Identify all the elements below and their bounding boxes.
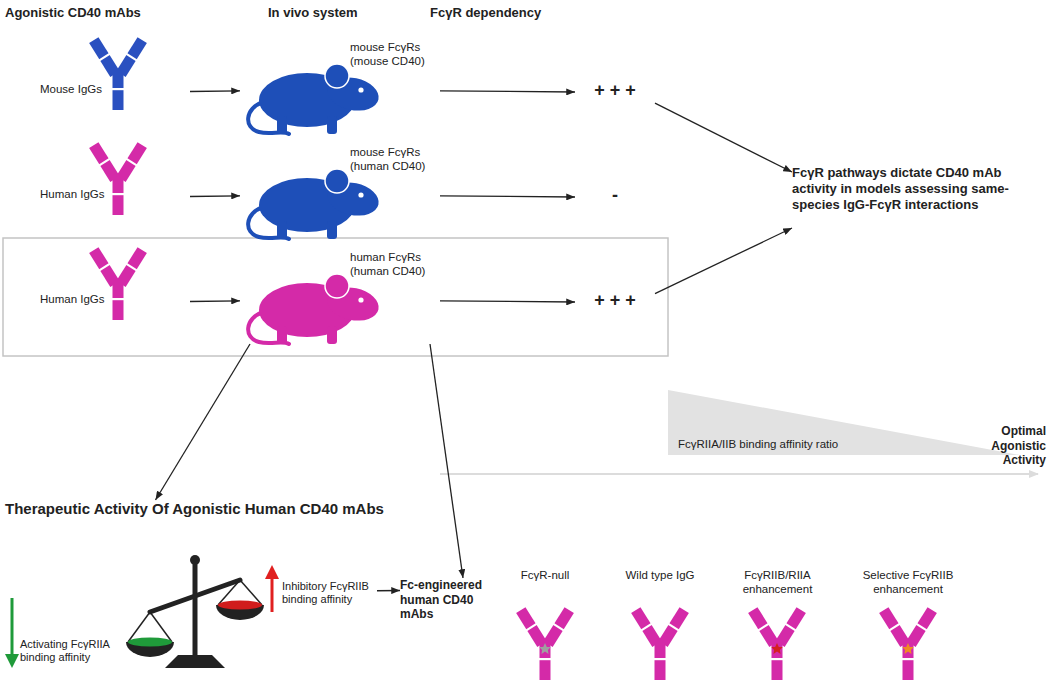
antibody-group: Human IgGs	[40, 240, 190, 322]
column-header: FcγR dependency	[430, 5, 590, 21]
antibody-icon	[515, 607, 574, 680]
flow-arrow	[190, 90, 240, 92]
balance-scale	[126, 555, 264, 668]
flow-arrow	[655, 228, 792, 294]
antibody-icon	[878, 607, 937, 680]
flow-arrow	[440, 301, 575, 302]
mouse-model: mouse FcγRs (human CD40)	[240, 143, 440, 239]
engineered-group: Fc-engineered human CD40 mAbs	[400, 578, 490, 628]
mutation-star	[539, 643, 550, 654]
antibody-variant: FcγRIIB/RIIA enhancement	[715, 568, 840, 680]
antibody-icon	[88, 37, 147, 110]
flow-arrow	[190, 195, 240, 197]
node-text: Therapeutic Activity Of Agonistic Human …	[5, 500, 435, 518]
antibody-icon	[88, 142, 147, 215]
node-text: Wild type IgG	[612, 568, 708, 582]
node-text: Human IgGs	[40, 187, 110, 201]
ratio-wedge	[668, 390, 1020, 455]
node-text: + + +	[575, 80, 655, 102]
axis-end-label: Optimal Agonistic Activity	[962, 424, 1046, 468]
node-text: -	[575, 185, 655, 207]
balance-group: Activating FcγRIIA binding affinity Inhib…	[5, 540, 377, 685]
antibody-group: Human IgGs	[40, 135, 190, 217]
antibody-variant: FcγR-null	[500, 568, 590, 680]
node-text: Inhibitory FcγRIIB binding affinity	[282, 580, 374, 607]
antibody-variant: Wild type IgG	[612, 568, 708, 680]
section-heading: Therapeutic Activity Of Agonistic Human …	[5, 500, 435, 522]
column-header: Agonistic CD40 mAbs	[5, 5, 225, 21]
node-text: FcγR-null	[500, 568, 590, 582]
node-text: Mouse IgGs	[40, 82, 110, 96]
node-text: Selective FcγRIIB enhancement	[848, 568, 968, 596]
node-text: Activating FcγRIIA binding affinity	[20, 638, 120, 665]
column-header: In vivo system	[268, 5, 418, 21]
antibody-group: Mouse IgGs	[40, 30, 190, 112]
activity-axis	[440, 473, 1038, 475]
antibody-icon	[88, 247, 147, 320]
node-text: human FcγRs (human CD40)	[350, 250, 438, 278]
node-text: + + +	[575, 290, 655, 312]
node-text: FcγR pathways dictate CD40 mAb activity …	[792, 165, 1030, 213]
flow-arrow	[440, 91, 575, 92]
node-text: mouse FcγRs (human CD40)	[350, 145, 438, 173]
node-text: Fc-engineered human CD40 mAbs	[400, 578, 490, 622]
mutation-star	[771, 643, 782, 654]
mutation-star	[902, 643, 913, 654]
flow-arrow	[377, 590, 400, 592]
highlight-frame	[3, 238, 668, 356]
node-text: Human IgGs	[40, 292, 110, 306]
antibody-variant: Selective FcγRIIB enhancement	[848, 568, 968, 680]
antibody-icon	[630, 607, 689, 680]
decrease-arrow	[5, 598, 19, 668]
node-text: FcγRIIB/RIIA enhancement	[715, 568, 840, 596]
conclusion-text: FcγR pathways dictate CD40 mAb activity …	[792, 165, 1030, 235]
flow-arrow	[190, 300, 240, 302]
mouse-model: mouse FcγRs (mouse CD40)	[240, 38, 440, 134]
increase-arrow	[265, 565, 279, 612]
flow-arrow	[655, 103, 792, 172]
mouse-icon	[248, 64, 382, 134]
dependency-score: + + +	[575, 78, 655, 106]
flow-arrow	[156, 344, 251, 500]
dependency-score: + + +	[575, 288, 655, 316]
flow-arrow	[440, 196, 575, 197]
node-text: mouse FcγRs (mouse CD40)	[350, 40, 438, 68]
flow-arrow	[430, 344, 463, 578]
mouse-icon	[248, 274, 382, 344]
axis-label: FcγRIIA/IIB binding affinity ratio	[678, 437, 898, 451]
dependency-score: -	[575, 183, 655, 211]
mouse-icon	[248, 169, 382, 239]
antibody-icon	[747, 607, 806, 680]
mouse-model: human FcγRs (human CD40)	[240, 248, 440, 344]
